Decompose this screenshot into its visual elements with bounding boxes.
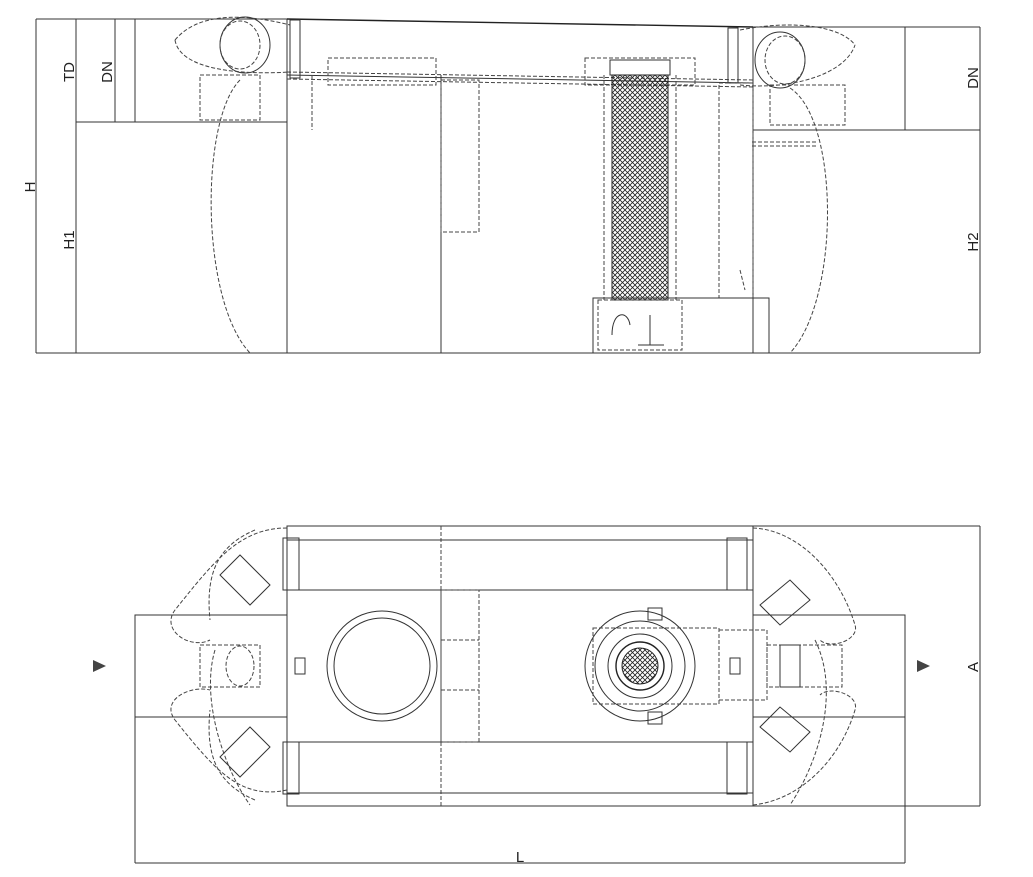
left-pipe-arms-top — [170, 527, 306, 806]
outlet-elbow-side — [727, 24, 856, 147]
inlet-stub-side — [134, 18, 288, 123]
inlet-stub-top — [134, 614, 288, 718]
dim-label-H1: H1 — [61, 230, 78, 249]
side-view — [35, 16, 981, 354]
filter-basket-side — [584, 57, 770, 354]
manhole-cover-left — [326, 610, 438, 722]
dim-label-DN-left: DN — [99, 61, 116, 83]
dim-label-L: L — [516, 849, 524, 866]
flow-arrow-right-icon — [917, 660, 930, 672]
right-pipe-arms-top — [718, 527, 856, 806]
filter-mesh — [611, 74, 669, 301]
outlet-stub-side — [752, 26, 906, 131]
inlet-elbow-side — [174, 16, 313, 130]
dim-label-TD: TD — [61, 62, 78, 82]
flow-arrow-left-icon — [93, 660, 106, 672]
outlet-stub-top — [752, 614, 906, 718]
dim-label-A: A — [965, 662, 982, 672]
top-view — [134, 525, 981, 864]
filter-mesh-top — [621, 647, 659, 685]
dim-label-DN-right: DN — [965, 67, 982, 89]
side-dimension-lines — [35, 18, 981, 354]
top-dimension-lines — [134, 525, 981, 864]
dim-label-H: H — [22, 182, 39, 193]
filter-basket-top — [584, 607, 720, 725]
dim-label-H2: H2 — [965, 232, 982, 251]
tank-body-side — [210, 18, 828, 354]
internals-side — [327, 57, 754, 299]
tank-body-top — [286, 525, 754, 807]
